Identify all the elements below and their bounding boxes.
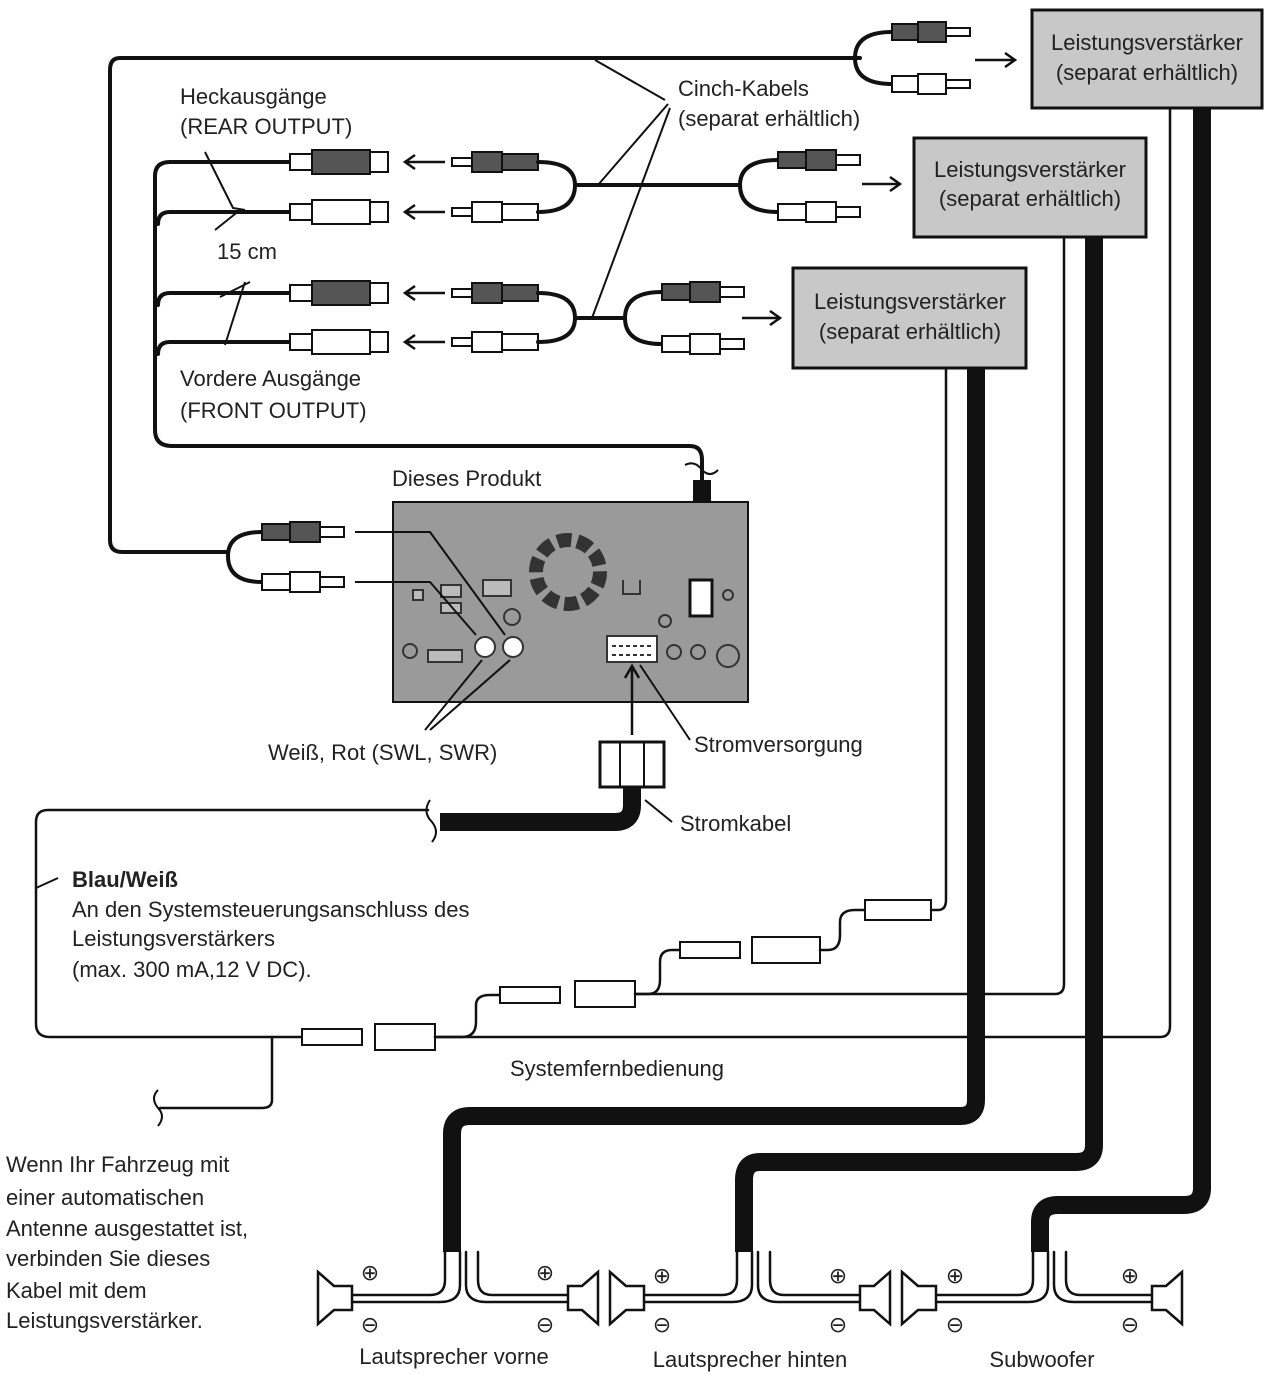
antenna-note-1: Wenn Ihr Fahrzeug mit [6, 1152, 229, 1177]
rca-plug-rear-out-red [777, 149, 861, 171]
rca-plug-front-white [451, 331, 539, 353]
power-connector [425, 663, 691, 843]
antenna-note-6: Leistungsverstärker. [6, 1308, 203, 1333]
front-output-jacks [289, 280, 389, 355]
speaker-rear-label: Lautsprecher hinten [653, 1347, 847, 1372]
rca-plug-front-red [451, 282, 539, 304]
power-supply-label: Stromversorgung [694, 732, 863, 757]
length-label: 15 cm [217, 239, 277, 264]
speaker-cables [443, 108, 1211, 1252]
length-leaders [204, 151, 251, 346]
this-product-label: Dieses Produkt [392, 466, 541, 491]
cinch-cables-label: Cinch-Kabels [678, 76, 809, 101]
remote-wire [34, 106, 1172, 1127]
speaker-rear-left-plus: ⊕ [653, 1263, 671, 1288]
amplifier-middle: Leistungsverstärker (separat erhältlich) [912, 136, 1148, 239]
rca-plug-rear-white [451, 201, 539, 223]
amplifier-top: Leistungsverstärker (separat erhältlich) [1030, 8, 1264, 110]
speaker-group-rear: ⊕ ⊖ ⊕ ⊖ [608, 1250, 892, 1337]
power-cable-label: Stromkabel [680, 811, 791, 836]
amplifier-bottom-title: Leistungsverstärker [814, 289, 1006, 314]
speaker-group-front: ⊕ ⊖ ⊕ ⊖ [316, 1250, 600, 1337]
speaker-front-left-plus: ⊕ [361, 1260, 379, 1285]
blue-white-desc-2: Leistungsverstärkers [72, 926, 275, 951]
amplifier-middle-title: Leistungsverstärker [934, 157, 1126, 182]
blue-white-desc-1: An den Systemsteuerungsanschluss des [72, 897, 469, 922]
rca-plug-top-white [891, 73, 971, 95]
subwoofer-right-minus: ⊖ [1121, 1312, 1139, 1337]
rear-output-jacks [289, 149, 389, 225]
rca-plug-swl [261, 571, 345, 593]
amplifier-bottom-note: (separat erhältlich) [819, 319, 1001, 344]
subwoofer-right-plus: ⊕ [1121, 1263, 1139, 1288]
rca-plug-swr [261, 521, 345, 543]
rca-plug-front-out-red [661, 281, 745, 303]
subwoofer-left-plus: ⊕ [946, 1263, 964, 1288]
head-unit [392, 501, 749, 703]
antenna-note-4: verbinden Sie dieses [6, 1246, 210, 1271]
amplifier-bottom: Leistungsverstärker (separat erhältlich) [791, 266, 1028, 370]
amplifier-top-title: Leistungsverstärker [1051, 30, 1243, 55]
speaker-rear-left-minus: ⊖ [653, 1312, 671, 1337]
antenna-note-3: Antenne ausgestattet ist, [6, 1216, 248, 1241]
front-output-label: Vordere Ausgänge [180, 366, 361, 391]
speaker-front-label: Lautsprecher vorne [359, 1344, 549, 1369]
cinch-cables-note: (separat erhältlich) [678, 106, 860, 131]
cinch-cable-subwoofer [108, 21, 1018, 554]
subwoofer-left-minus: ⊖ [946, 1312, 964, 1337]
speaker-rear-right-plus: ⊕ [829, 1263, 847, 1288]
blue-white-label: Blau/Weiß [72, 867, 178, 892]
amplifier-middle-note: (separat erhältlich) [939, 186, 1121, 211]
antenna-note-2: einer automatischen [6, 1185, 204, 1210]
rca-plug-rear-out-white [777, 201, 861, 223]
plug-in-arrows [402, 153, 445, 351]
antenna-note-5: Kabel mit dem [6, 1278, 147, 1303]
cinch-cable-front [451, 281, 783, 355]
swl-swr-cable [226, 521, 511, 731]
speaker-front-right-minus: ⊖ [536, 1312, 554, 1337]
system-remote-label: Systemfernbedienung [510, 1056, 724, 1081]
rca-plug-front-out-white [661, 333, 745, 355]
front-output-label-en: (FRONT OUTPUT) [180, 398, 367, 423]
cinch-leaders [591, 59, 671, 319]
swl-swr-label: Weiß, Rot (SWL, SWR) [268, 740, 497, 765]
rear-output-label: Heckausgänge [180, 84, 327, 109]
rear-output-label-en: (REAR OUTPUT) [180, 114, 352, 139]
subwoofer-label: Subwoofer [989, 1347, 1094, 1372]
blue-white-desc-3: (max. 300 mA,12 V DC). [72, 957, 312, 982]
speaker-front-right-plus: ⊕ [536, 1260, 554, 1285]
cinch-cable-rear [451, 149, 903, 223]
amplifier-top-note: (separat erhältlich) [1056, 60, 1238, 85]
rca-plug-top-red [891, 21, 971, 43]
speaker-front-left-minus: ⊖ [361, 1312, 379, 1337]
speaker-rear-right-minus: ⊖ [829, 1312, 847, 1337]
speaker-group-subwoofer: ⊕ ⊖ ⊕ ⊖ [900, 1250, 1184, 1337]
rca-plug-rear-red [451, 151, 539, 173]
